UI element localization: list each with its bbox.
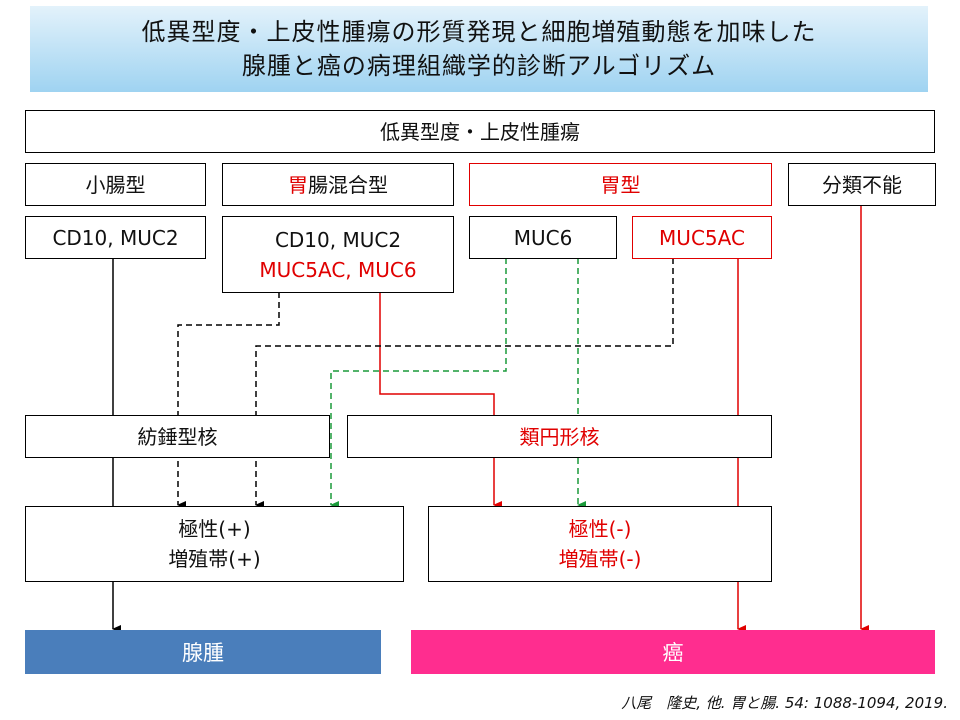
arrow-muc5ac-dashed-to-polarity-positive [255, 258, 674, 509]
small-intestinal-type-label: 小腸型 [85, 172, 146, 197]
low-grade-epithelial-tumor-label: 低異型度・上皮性腫瘍 [380, 119, 580, 144]
adenoma-label: 腺腫 [182, 641, 224, 665]
arrow-mixed-dashed-to-polarity-positive [177, 292, 280, 509]
marker-small-intestinal-label: CD10, MUC2 [52, 225, 179, 250]
spindle-nucleus-label: 紡錘型核 [137, 424, 218, 449]
spindle-nucleus-box: 紡錘型核 [25, 415, 330, 458]
unclassifiable-box: 分類不能 [788, 163, 936, 206]
marker-muc5ac-label: MUC5AC [659, 225, 745, 250]
cancer-label: 癌 [662, 641, 684, 665]
unclassifiable-label: 分類不能 [822, 172, 902, 197]
marker-mixed-box: CD10, MUC2 MUC5AC, MUC6 [222, 216, 454, 293]
marker-mixed-line-1: CD10, MUC2 [274, 227, 402, 252]
marker-muc6-label: MUC6 [513, 225, 573, 250]
adenoma-box: 腺腫 [25, 630, 381, 674]
polarity-negative-line-1: 極性(-) [568, 517, 632, 541]
polarity-negative-line-2: 増殖帯(-) [558, 547, 642, 571]
marker-muc6-box: MUC6 [469, 216, 617, 259]
marker-mixed-line-2: MUC5AC, MUC6 [259, 257, 417, 282]
title-line-2: 腺腫と癌の病理組織学的診断アルゴリズム [241, 52, 717, 80]
mixed-type-label: 胃腸混合型 [288, 170, 388, 200]
arrow-muc6-green-to-polarity-positive [330, 258, 507, 509]
marker-muc5ac-box: MUC5AC [632, 216, 772, 259]
polarity-negative-box: 極性(-) 増殖帯(-) [428, 506, 772, 582]
polarity-positive-box: 極性(+) 増殖帯(+) [25, 506, 404, 582]
citation: 八尾 隆史, 他. 胃と腸. 54: 1088-1094, 2019. [621, 694, 948, 712]
title-line-1: 低異型度・上皮性腫瘍の形質発現と細胞増殖動態を加味した [141, 18, 817, 46]
round-nucleus-box: 類円形核 [347, 415, 772, 458]
diagram-title: 低異型度・上皮性腫瘍の形質発現と細胞増殖動態を加味した 腺腫と癌の病理組織学的診… [30, 6, 928, 92]
polarity-positive-line-1: 極性(+) [178, 517, 251, 541]
marker-small-intestinal-box: CD10, MUC2 [25, 216, 206, 259]
arrow-mixed-red-to-polarity-negative [379, 292, 502, 509]
low-grade-epithelial-tumor-box: 低異型度・上皮性腫瘍 [25, 110, 935, 153]
round-nucleus-label: 類円形核 [519, 424, 600, 449]
polarity-positive-line-2: 増殖帯(+) [168, 547, 261, 571]
mixed-type-label-rest: 腸混合型 [308, 172, 388, 197]
cancer-box: 癌 [411, 630, 935, 674]
gastric-type-label: 胃型 [600, 172, 641, 197]
mixed-type-label-gastric: 胃 [288, 172, 308, 197]
small-intestinal-type-box: 小腸型 [25, 163, 206, 206]
gastric-type-box: 胃型 [469, 163, 772, 206]
mixed-type-box: 胃腸混合型 [222, 163, 454, 206]
